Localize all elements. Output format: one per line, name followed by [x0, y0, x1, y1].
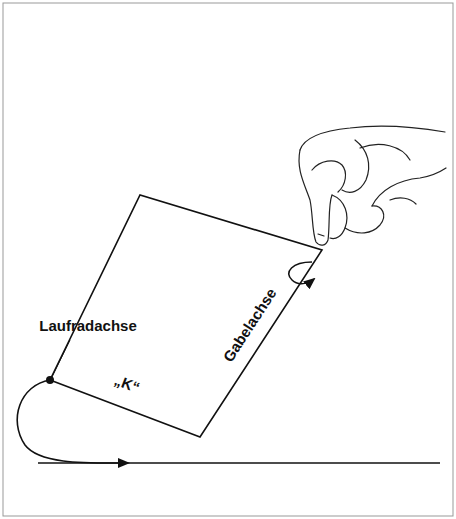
steer-arrow — [289, 262, 314, 284]
hand-sketch — [299, 126, 446, 245]
axis-label: Gabelachse — [219, 284, 281, 367]
frame — [3, 3, 453, 516]
dimension-label: „K“ — [110, 371, 144, 397]
part-label: Laufradachse — [37, 318, 139, 335]
rotation-arrow — [17, 380, 128, 463]
wheel-plane — [50, 195, 322, 437]
leader-line — [52, 340, 70, 377]
